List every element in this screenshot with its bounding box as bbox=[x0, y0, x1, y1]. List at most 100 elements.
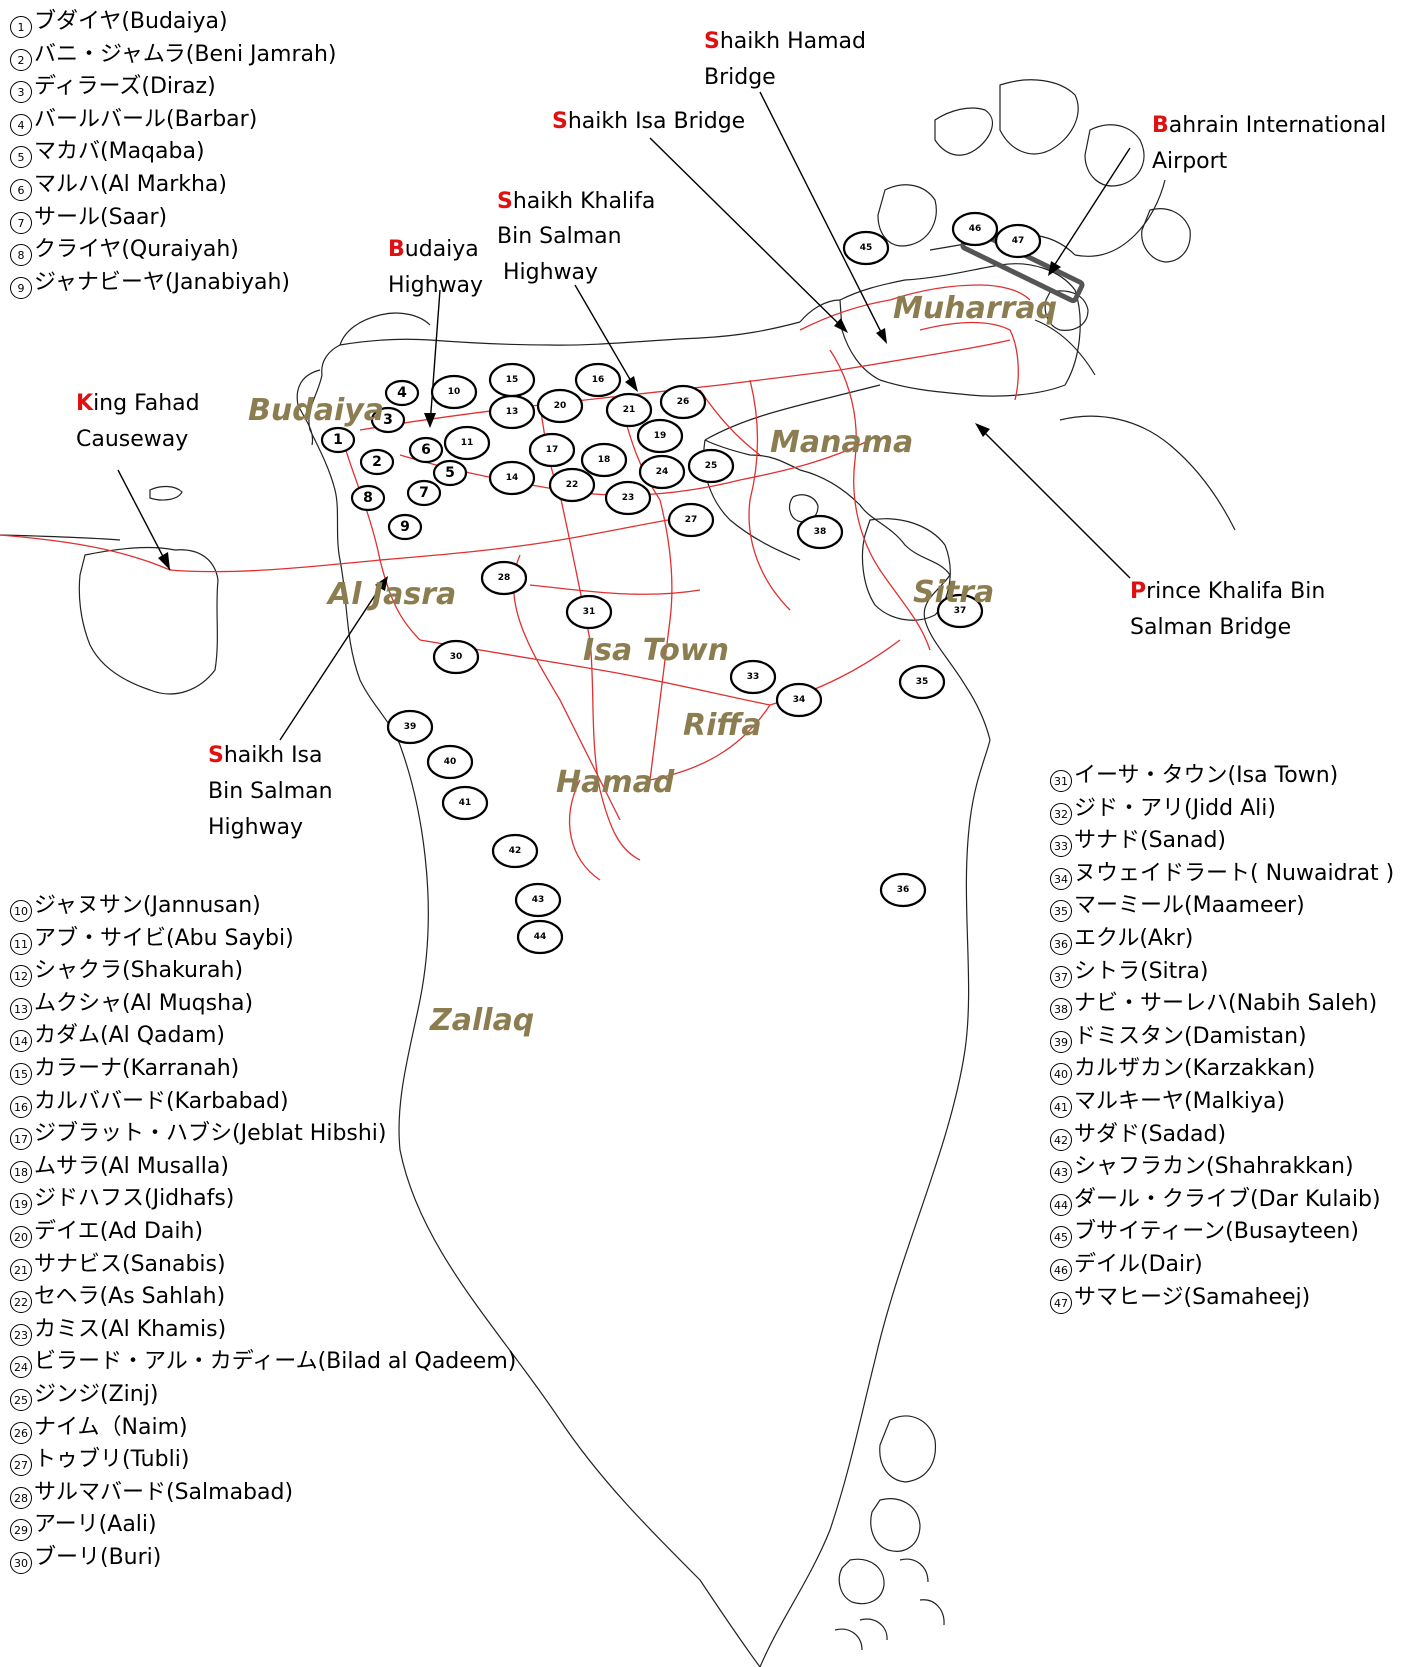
village-marker-label: 42 bbox=[509, 846, 522, 856]
callout-budaiya-hwy-line2: Highway bbox=[388, 273, 483, 298]
callout-labels: King Fahad Causeway Budaiya Highway Shai… bbox=[76, 29, 1386, 840]
village-marker-ring bbox=[638, 454, 686, 490]
village-marker-ring bbox=[936, 593, 984, 629]
region-manama: Manama bbox=[770, 425, 913, 460]
callout-isa-bridge: Shaikh Isa Bridge bbox=[552, 109, 745, 134]
village-marker-ring bbox=[580, 442, 628, 478]
village-marker-label: 24 bbox=[656, 467, 669, 477]
legend-number-badge: 20 bbox=[10, 1225, 32, 1248]
legend-label: サダド(Sadad) bbox=[1074, 1121, 1227, 1147]
village-marker-ring bbox=[994, 223, 1042, 259]
village-marker-ring bbox=[488, 362, 536, 398]
legend-number-badge: 6 bbox=[10, 178, 32, 201]
region-riffa: Riffa bbox=[683, 708, 762, 743]
village-marker-ring bbox=[951, 211, 999, 247]
legend-number-badge: 42 bbox=[1050, 1128, 1072, 1151]
legend-label: マルキーヤ(Malkiya) bbox=[1074, 1088, 1286, 1114]
legend-label: ビラード・アル・カディーム(Bilad al Qadeem) bbox=[34, 1349, 517, 1375]
village-marker-label: 46 bbox=[969, 224, 982, 234]
village-marker-label: 15 bbox=[506, 375, 519, 385]
region-zallaq: Zallaq bbox=[429, 1003, 534, 1038]
legend-label: エクル(Akr) bbox=[1074, 925, 1194, 951]
village-marker-39: 39 bbox=[386, 709, 434, 745]
village-marker-14: 14 bbox=[488, 460, 536, 496]
legend-label: ムサラ(Al Musalla) bbox=[34, 1153, 229, 1179]
village-marker-label: 3 bbox=[383, 412, 393, 428]
callout-arrows bbox=[117, 91, 1131, 741]
legend-number-badge: 30 bbox=[10, 1551, 32, 1574]
village-marker-label: 43 bbox=[532, 895, 545, 905]
legend-number-badge: 44 bbox=[1050, 1193, 1072, 1216]
legend-number-badge: 14 bbox=[10, 1030, 32, 1053]
village-marker-45: 45 bbox=[842, 230, 890, 266]
village-marker-22: 22 bbox=[548, 467, 596, 503]
legend-label: カルザカン(Karzakkan) bbox=[1074, 1056, 1316, 1082]
legend-number-badge: 29 bbox=[10, 1519, 32, 1542]
legend-label: ムクシャ(Al Muqsha) bbox=[34, 990, 254, 1016]
legend-number-badge: 43 bbox=[1050, 1161, 1072, 1184]
callout-hamad-bridge-line2: Bridge bbox=[704, 65, 776, 90]
village-marker-ring bbox=[406, 479, 442, 507]
legend-label: ダール・クライブ(Dar Kulaib) bbox=[1074, 1186, 1381, 1212]
legend-label: クライヤ(Quraiyah) bbox=[34, 237, 239, 263]
village-marker-ring bbox=[667, 502, 715, 538]
legend-number-badge: 10 bbox=[10, 900, 32, 922]
village-marker-47: 47 bbox=[994, 223, 1042, 259]
village-marker-ring bbox=[350, 484, 386, 512]
village-marker-31: 31 bbox=[565, 594, 613, 630]
village-marker-15: 15 bbox=[488, 362, 536, 398]
legend-number-badge: 1 bbox=[10, 16, 32, 38]
legend-number-badge: 11 bbox=[10, 932, 32, 955]
legend-number-badge: 4 bbox=[10, 113, 32, 136]
village-marker-label: 1 bbox=[333, 432, 343, 448]
village-marker-label: 37 bbox=[954, 606, 967, 616]
legend-label: ブサイティーン(Busayteen) bbox=[1074, 1219, 1359, 1245]
legend-number-badge: 26 bbox=[10, 1421, 32, 1444]
village-marker-ring bbox=[574, 362, 622, 398]
legend-number-badge: 13 bbox=[10, 997, 32, 1020]
legend-label: カダム(Al Qadam) bbox=[34, 1023, 225, 1049]
village-marker-24: 24 bbox=[638, 454, 686, 490]
village-marker-38: 38 bbox=[796, 514, 844, 550]
legend-number-badge: 19 bbox=[10, 1193, 32, 1216]
village-marker-ring bbox=[430, 374, 478, 410]
legend-number-badge: 31 bbox=[1050, 770, 1072, 792]
region-muharraq: Muharraq bbox=[893, 291, 1057, 326]
region-isa-town: Isa Town bbox=[583, 633, 729, 668]
legend-number-badge: 39 bbox=[1050, 1030, 1072, 1053]
legend-number-badge: 25 bbox=[10, 1388, 32, 1411]
legend-number-badge: 33 bbox=[1050, 835, 1072, 858]
legend-label: サナビス(Sanabis) bbox=[34, 1251, 226, 1277]
legend-number-badge: 45 bbox=[1050, 1226, 1072, 1249]
legend-label: バールバール(Barbar) bbox=[34, 106, 258, 132]
legend-number-badge: 22 bbox=[10, 1291, 32, 1314]
legend-number-badge: 9 bbox=[10, 276, 32, 299]
village-marker-label: 13 bbox=[506, 407, 519, 417]
village-marker-label: 8 bbox=[363, 490, 373, 506]
village-marker-ring bbox=[359, 448, 395, 476]
village-marker-label: 45 bbox=[860, 243, 873, 253]
legend-label: トゥブリ(Tubli) bbox=[34, 1447, 190, 1473]
village-marker-ring bbox=[898, 664, 946, 700]
village-marker-label: 17 bbox=[546, 445, 559, 455]
village-marker-42: 42 bbox=[491, 833, 539, 869]
village-marker-label: 38 bbox=[814, 527, 827, 537]
village-marker-21: 21 bbox=[605, 392, 653, 428]
